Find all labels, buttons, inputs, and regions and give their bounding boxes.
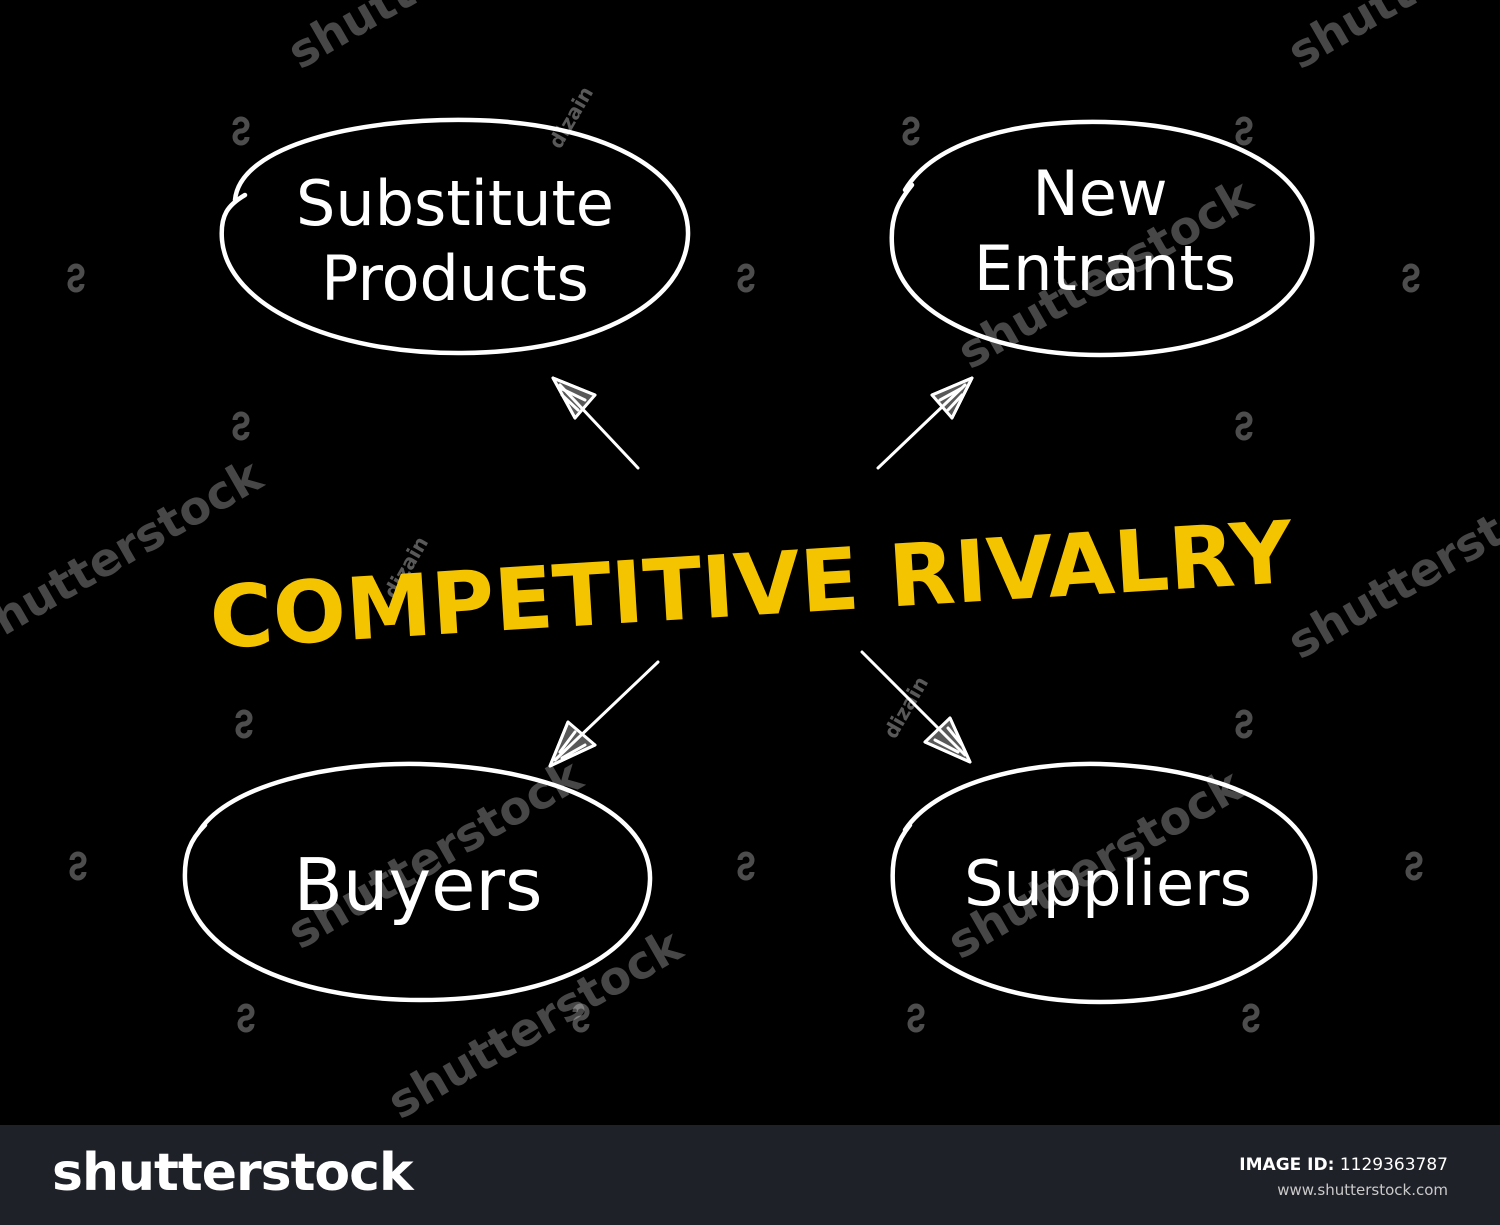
suppliers-ellipse [890,761,1318,1005]
substitute-products-line1: Substitute [296,167,614,240]
watermark-text: shutterstock [1279,0,1500,80]
image-id-value: 1129363787 [1339,1155,1448,1175]
image-id-label: IMAGE ID: [1239,1155,1335,1175]
arrow-to-new-entrants [876,376,974,470]
mind-map: shutterstock shutterstock shutterstock s… [0,0,1500,1125]
watermark-text: shutterstock [379,917,693,1125]
substitute-products-ellipse [219,117,691,356]
footer-meta: IMAGE ID: 1129363787 www.shutterstock.co… [1239,1155,1448,1199]
diagram-canvas: shutterstock shutterstock shutterstock s… [0,0,1500,1125]
arrow-to-substitute-products [551,376,640,470]
image-id: IMAGE ID: 1129363787 [1239,1155,1448,1175]
footer-bar: shutterstock IMAGE ID: 1129363787 www.sh… [0,1125,1500,1225]
watermark-author: dizain [879,672,933,742]
watermark-text: shutterstock [1279,457,1500,669]
suppliers-label: Suppliers [964,847,1252,920]
footer-url[interactable]: www.shutterstock.com [1277,1181,1448,1199]
watermark-text: shutterstock [279,0,593,80]
substitute-products-line2: Products [321,242,589,315]
new-entrants-line1: New [1032,157,1167,230]
watermark-marks [67,116,1423,1033]
center-label: COMPETITIVE RIVALRY [207,503,1297,669]
buyers-label: Buyers [293,843,542,927]
arrow-to-buyers [548,660,660,768]
footer-logo[interactable]: shutterstock [52,1143,414,1203]
watermark-author: dizain [544,82,598,152]
new-entrants-line2: Entrants [974,232,1236,305]
buyers-ellipse [182,761,653,1003]
new-entrants-ellipse [889,119,1315,358]
arrow-to-suppliers [860,650,972,764]
